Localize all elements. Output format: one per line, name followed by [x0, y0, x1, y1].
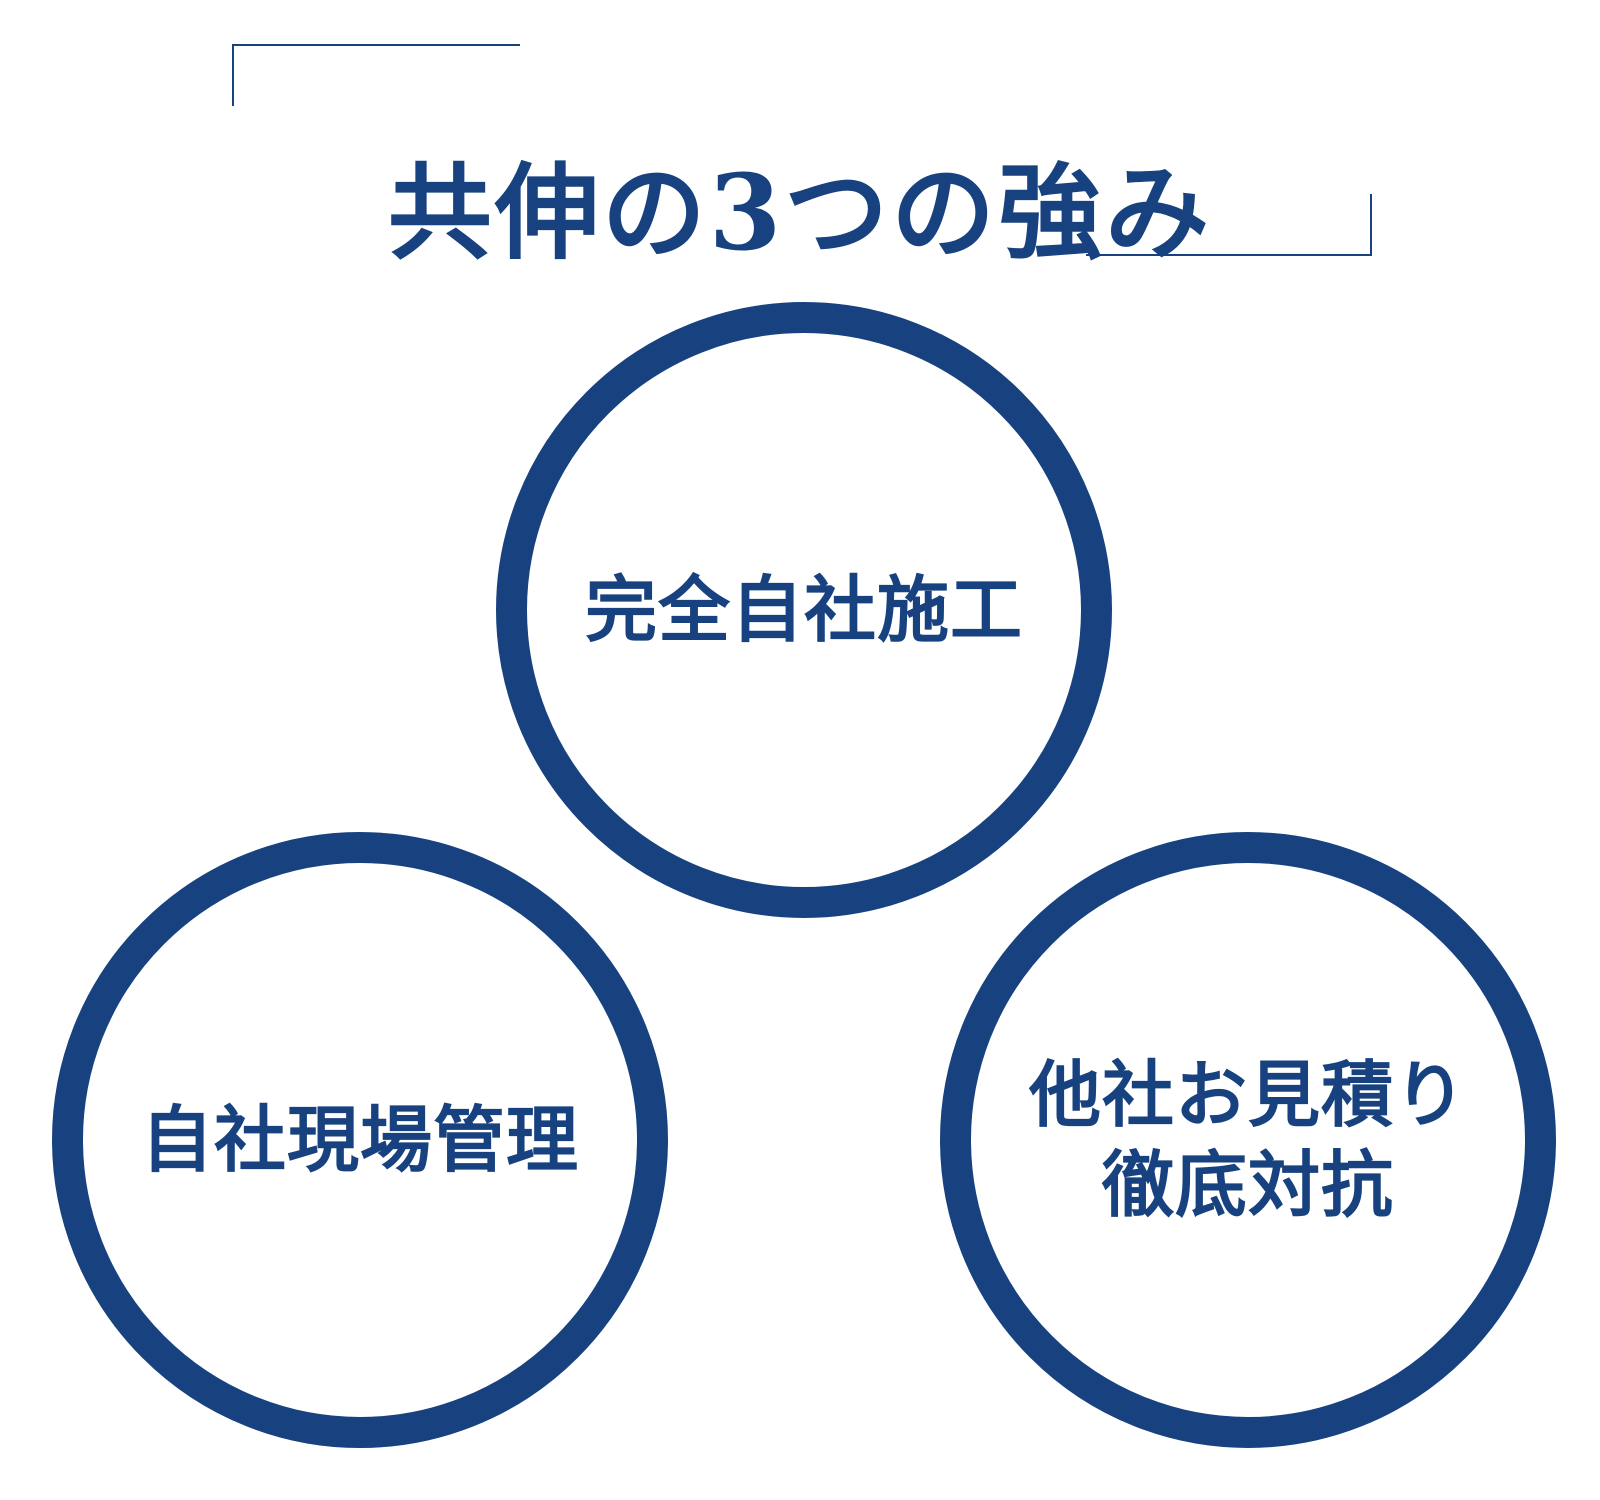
strength-circle-top: 完全自社施工 — [496, 302, 1112, 918]
title-bracket-right — [1086, 194, 1372, 256]
title-bracket-left — [232, 44, 520, 106]
strength-label-right-line-1: 他社お見積り — [1028, 1052, 1467, 1137]
strength-circle-right: 他社お見積り 徹底対抗 — [940, 832, 1556, 1448]
strength-circle-left: 自社現場管理 — [52, 832, 668, 1448]
strength-label-top: 完全自社施工 — [584, 567, 1023, 652]
strength-label-right: 他社お見積り 徹底対抗 — [1029, 1050, 1467, 1230]
strength-label-left: 自社現場管理 — [140, 1097, 579, 1182]
strength-label-right-line-2: 徹底対抗 — [1101, 1142, 1394, 1227]
page-title: 共伸の3つの強み — [387, 150, 1213, 274]
